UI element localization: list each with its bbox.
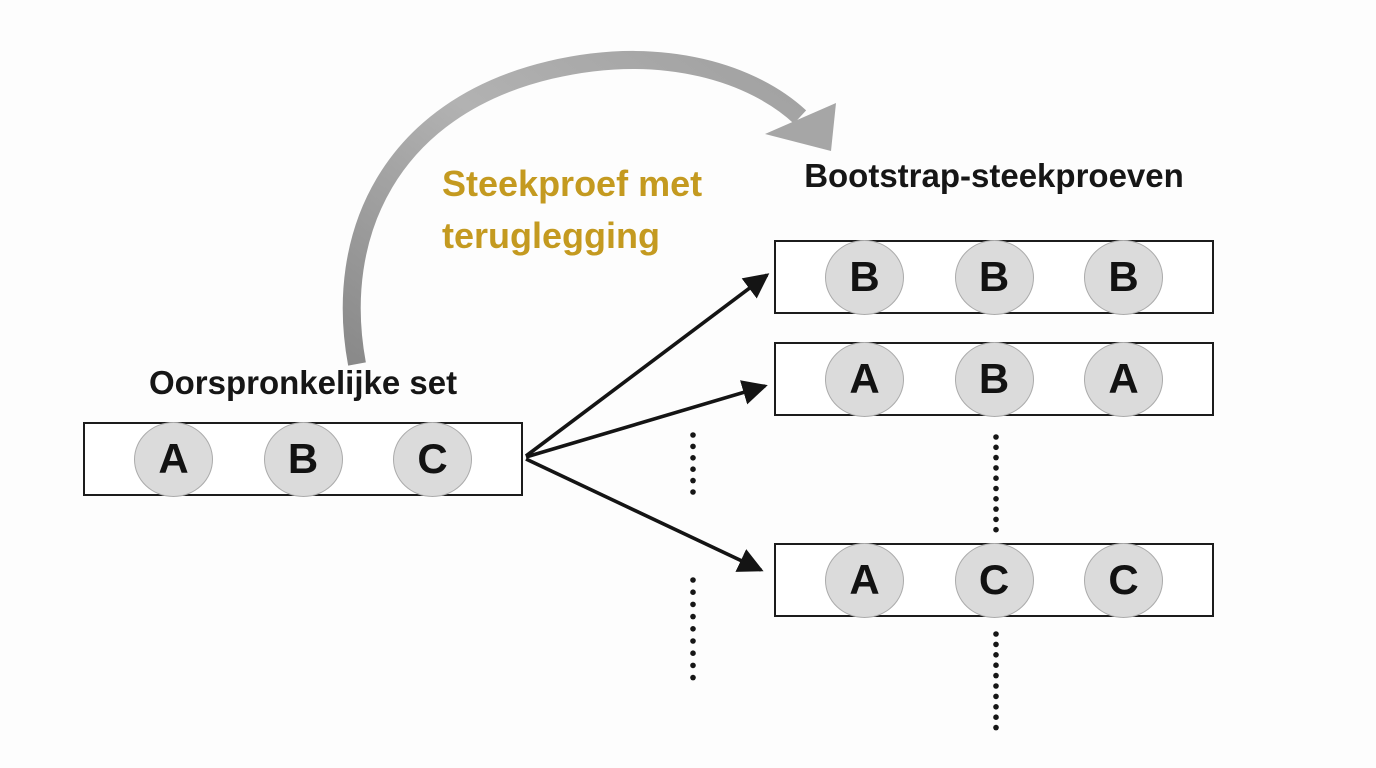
sample-item: B [825, 239, 904, 315]
original-set-title: Oorspronkelijke set [148, 364, 458, 401]
sample-item: B [954, 341, 1034, 417]
sample-item: C [393, 421, 472, 497]
sample-item: B [954, 239, 1034, 315]
sample-arrow-2 [525, 380, 768, 459]
sample-item: A [825, 542, 904, 618]
sample-item: C [954, 542, 1034, 618]
sample-item: B [1084, 239, 1163, 315]
sampling-annotation-line2: teruglegging [442, 215, 660, 256]
original-set-box: A B C [83, 421, 523, 497]
sample-arrow-1 [524, 273, 770, 458]
bootstrap-samples-title: Bootstrap-steekproeven [804, 157, 1184, 194]
sample-arrow-3 [525, 457, 764, 572]
sample-item: A [1084, 341, 1163, 417]
bootstrap-sample-box-1: B B B [774, 239, 1214, 315]
sampling-annotation-line1: Steekproef met [442, 163, 703, 204]
bootstrap-sample-box-2: A B A [774, 341, 1214, 417]
sampling-annotation: Steekproef met teruglegging [442, 158, 702, 262]
sample-item: A [825, 341, 904, 417]
sample-item: B [263, 421, 343, 497]
curved-resample-arrowhead-icon [765, 103, 836, 151]
sample-item: A [134, 421, 213, 497]
sample-item: C [1084, 542, 1163, 618]
curved-resample-arrow [342, 51, 807, 366]
bootstrap-sample-box-3: A C C [774, 542, 1214, 618]
ellipsis-dots [690, 432, 999, 731]
